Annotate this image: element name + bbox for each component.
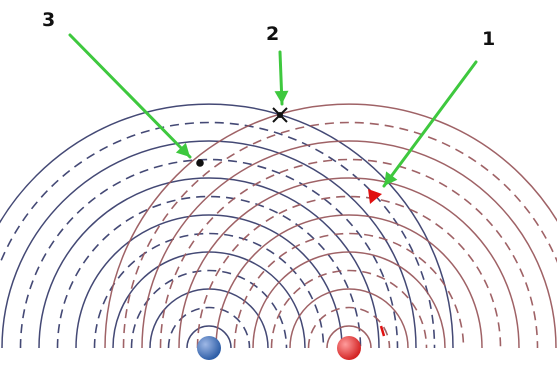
wave-sources [197, 325, 386, 360]
blue-wavefront-solid [186, 325, 232, 349]
red-wavefront-solid [141, 140, 557, 349]
blue-source-wavefronts [0, 103, 454, 349]
blue-wavefront-solid [75, 214, 343, 349]
blue-wavefront-solid [0, 103, 454, 349]
red-source-wavefronts [104, 103, 557, 349]
label-point-1: 1 [482, 28, 495, 50]
red-wavefront-dashed [122, 121, 557, 349]
blue-wavefront-dashed [93, 232, 325, 349]
red-wavefront-dashed [270, 269, 428, 349]
red-source [337, 336, 361, 360]
red-wavefront-solid [289, 288, 409, 349]
pointer-arrows [68, 33, 478, 188]
blue-wavefront-solid [38, 177, 380, 349]
red-wavefront-dashed [159, 158, 539, 349]
blue-wavefront-solid [1, 140, 417, 349]
red-wavefront-solid [178, 177, 520, 349]
arrow-to-point-3 [68, 33, 192, 159]
red-tick-mark [379, 325, 386, 337]
red-wavefront-solid [215, 214, 483, 349]
marker-point-1 [368, 189, 382, 204]
red-wavefront-solid [326, 325, 372, 349]
interference-markers [196, 107, 382, 204]
red-wavefront-dashed [307, 306, 391, 349]
blue-wavefront-dashed [19, 158, 399, 349]
blue-wavefront-dashed [130, 269, 288, 349]
red-wavefront-solid [104, 103, 557, 349]
marker-point-2-dot [277, 112, 283, 118]
blue-source [197, 336, 221, 360]
arrow-to-point-2-head [274, 90, 289, 104]
marker-point-3 [196, 159, 204, 167]
blue-wavefront-dashed [167, 306, 251, 349]
label-point-2: 2 [266, 23, 279, 45]
arrow-to-point-1 [382, 60, 478, 188]
label-point-3: 3 [42, 9, 55, 31]
arrow-to-point-3-head [175, 142, 190, 157]
red-wavefront-dashed [233, 232, 465, 349]
red-wavefront-solid [252, 251, 446, 349]
arrow-to-point-1-head [384, 171, 398, 186]
blue-wavefront-dashed [0, 121, 436, 349]
